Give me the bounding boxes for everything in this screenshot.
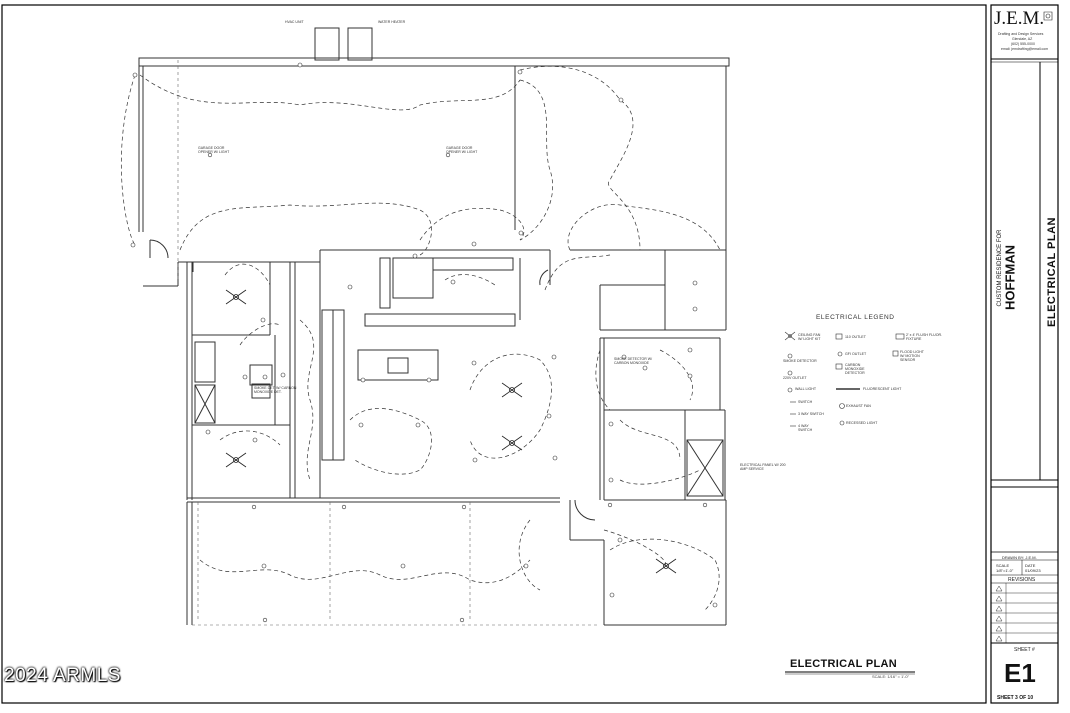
legend-item: RECESSED LIGHT <box>846 421 878 425</box>
date-value: 01/09/23 <box>1025 568 1041 573</box>
sheet-number: E1 <box>1004 658 1036 688</box>
revisions-label: REVISIONS <box>1008 577 1036 583</box>
room-label-garage1: GARAGE DOOR OPENER W/ LIGHT <box>198 146 230 154</box>
drawn-by: DRAWN BY: J.E.M. <box>1002 555 1037 560</box>
legend-item: CEILING FAN W/ LIGHT KIT <box>798 333 821 341</box>
title-block-border <box>990 4 1059 704</box>
scale-value: 1/8"=1'-0" <box>996 568 1014 573</box>
legend-symbols <box>784 331 905 427</box>
fixture-symbols <box>130 62 718 623</box>
legend-item: 220V OUTLET <box>783 376 807 380</box>
plan-title: ELECTRICAL PLAN <box>790 658 897 670</box>
legend-item: SWITCH <box>798 400 813 404</box>
panel-note: ELECTRICAL PANEL W/ 200 AMP SERVICE <box>740 463 786 471</box>
hvac-label: HVAC UNIT <box>285 20 304 24</box>
ceiling-fans <box>225 289 677 574</box>
sheet-of: SHEET 3 OF 10 <box>997 695 1034 701</box>
legend-item: WALL LIGHT <box>795 387 817 391</box>
water-heater-label: WATER HEATER <box>378 20 406 24</box>
scale-label: SCALE <box>996 563 1010 568</box>
legend-item: FLUORESCENT LIGHT <box>863 387 902 391</box>
legend-item: SMOKE DETECTOR <box>783 359 817 363</box>
legend-title: ELECTRICAL LEGEND <box>816 314 895 321</box>
smoke-det-label: SMOKE DET. W/ CARBON MONOXIDE DET. <box>254 386 297 394</box>
legend-item: 110 OUTLET <box>845 335 866 339</box>
firm-line4: email: jemdrafting@email.com <box>1001 47 1049 51</box>
date-label: DATE <box>1025 563 1036 568</box>
sheet-border <box>1 4 987 704</box>
wiring-arcs <box>121 65 721 611</box>
firm-line1: Drafting and Design Services <box>998 32 1044 36</box>
plan-scale: SCALE: 1/16" = 1'-0" <box>872 674 910 679</box>
sheet-title: ELECTRICAL PLAN <box>1046 217 1058 327</box>
legend-item: 2' x 4' FLUSH FLUOR. FIXTURE <box>906 333 943 341</box>
firm-line3: (602) 555-0000 <box>1011 42 1035 46</box>
legend-item: 3 WAY SWITCH <box>798 412 824 416</box>
laundry-label: SMOKE DETECTOR W/ CARBON MONOXIDE <box>614 357 653 365</box>
watermark-text: 2024 ARMLS <box>4 665 121 686</box>
legend-item: 4 WAY SWITCH <box>798 424 813 432</box>
sheet-label: SHEET # <box>1014 647 1035 653</box>
project-name: HOFFMAN <box>1002 245 1018 310</box>
firm-logo: J.E.M. <box>994 8 1045 29</box>
legend-item: EXHAUST FAN <box>846 404 871 408</box>
room-label-garage2: GARAGE DOOR OPENER W/ LIGHT <box>446 146 478 154</box>
floor-plan-walls <box>138 27 730 626</box>
legend-item: CARBON MONOXIDE DETECTOR <box>845 363 865 375</box>
legend-item: FLOOD LIGHT W/ MOTION SENSOR <box>900 350 924 362</box>
legend-item: GFI OUTLET <box>845 352 867 356</box>
firm-line2: Glendale, AZ <box>1012 37 1033 41</box>
